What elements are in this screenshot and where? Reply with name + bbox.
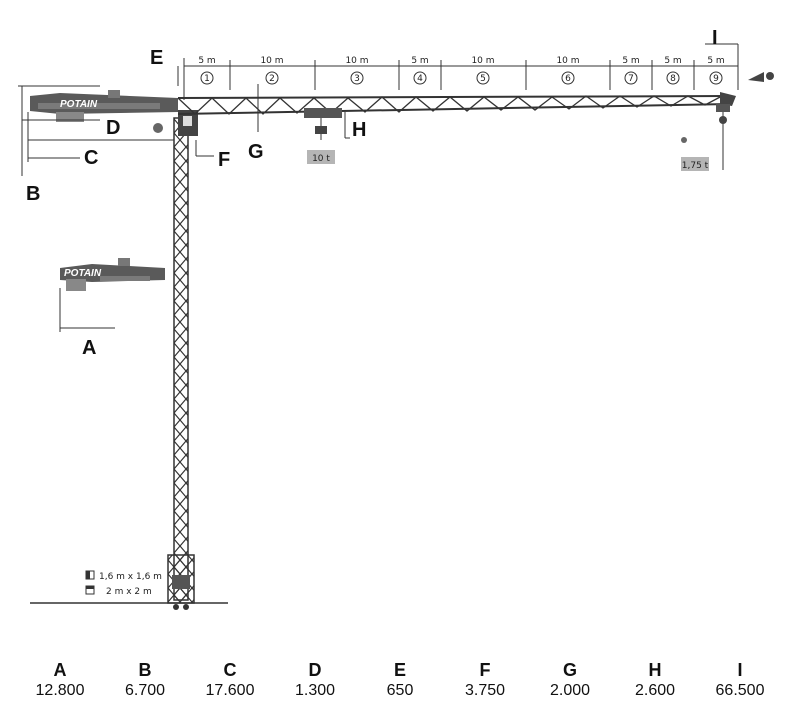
label-h: H	[352, 119, 366, 141]
crane-diagram: POTAIN 10 t 1,75 t	[18, 27, 774, 610]
dimension-letter: F	[479, 660, 491, 680]
trolley-max-load	[304, 108, 342, 164]
segment-length: 10 m	[260, 56, 283, 66]
dimension-lines	[18, 43, 738, 332]
dimension-value: 17.600	[205, 682, 255, 699]
dimension-value: 2.000	[549, 682, 591, 699]
label-f: F	[218, 149, 230, 171]
max-load-tag: 10 t	[312, 154, 330, 164]
label-e: E	[150, 47, 163, 69]
dimension-h: H 2.600	[615, 660, 695, 702]
segment-length: 5 m	[198, 56, 215, 66]
dimension-e: E 650	[360, 660, 440, 702]
dimension-g: G 2.000	[530, 660, 610, 702]
segment-length: 10 m	[345, 56, 368, 66]
segment-number: 3	[354, 74, 360, 84]
label-g: G	[248, 141, 264, 163]
counter-jib	[30, 90, 178, 133]
segment-number: 4	[417, 74, 423, 84]
dimension-letter: A	[53, 660, 67, 680]
dimension-letter: H	[648, 660, 662, 680]
segment-number: 6	[565, 74, 571, 84]
base-size-legend: 1,6 m x 1,6 m 2 m x 2 m	[85, 570, 162, 597]
label-a: A	[82, 337, 96, 359]
dimension-letter: E	[393, 660, 406, 680]
tip-load-tag: 1,75 t	[682, 161, 709, 171]
dimension-value: 3.750	[464, 682, 506, 699]
segment-5: 10 m 5	[471, 56, 495, 85]
dimension-letter: C	[223, 660, 237, 680]
counter-jib-detail	[60, 258, 165, 291]
segment-number: 2	[269, 74, 275, 84]
anemometer-icon	[748, 72, 774, 82]
dimension-value: 12.800	[35, 682, 85, 699]
main-jib	[177, 92, 736, 115]
dimension-value: 650	[386, 682, 414, 699]
dimension-letter: B	[138, 660, 152, 680]
dimension-d: D 1.300	[275, 660, 355, 702]
base-size-2: 2 m x 2 m	[106, 587, 152, 597]
segment-4: 5 m 4	[411, 56, 429, 85]
dimension-i: I 66.500	[700, 660, 780, 702]
jib-segment-ruler	[183, 44, 739, 100]
dimension-letter: G	[562, 660, 577, 680]
dimension-table: A 12.800 B 6.700 C 17.600 D 1.300 E 650 …	[20, 660, 780, 702]
segment-number: 7	[628, 74, 634, 84]
dimension-a: A 12.800	[20, 660, 100, 702]
segment-3: 10 m 3	[345, 56, 369, 85]
tip-trolley	[681, 104, 730, 171]
dimension-letter: D	[308, 660, 322, 680]
segment-number: 1	[204, 74, 210, 84]
segment-length: 10 m	[471, 56, 494, 66]
label-d: D	[106, 117, 120, 139]
brand-label-bottom: POTAIN	[64, 268, 102, 279]
label-i: I	[712, 27, 718, 49]
dimension-value: 66.500	[715, 682, 765, 699]
segment-length: 5 m	[622, 56, 639, 66]
segment-length: 5 m	[664, 56, 681, 66]
segment-6: 10 m 6	[556, 56, 580, 85]
segment-length: 5 m	[411, 56, 428, 66]
tower-mast	[167, 117, 195, 610]
segment-8: 5 m 8	[664, 56, 682, 85]
dimension-value: 6.700	[124, 682, 166, 699]
segment-number: 9	[713, 74, 719, 84]
dimension-b: B 6.700	[105, 660, 185, 702]
segment-length: 10 m	[556, 56, 579, 66]
segment-number: 8	[670, 74, 676, 84]
segment-1: 5 m 1	[198, 56, 216, 85]
segment-2: 10 m 2	[260, 56, 284, 85]
base-size-1: 1,6 m x 1,6 m	[99, 572, 162, 582]
segment-7: 5 m 7	[622, 56, 640, 85]
dimension-f: F 3.750	[445, 660, 525, 702]
segment-length: 5 m	[707, 56, 724, 66]
dimension-c: C 17.600	[190, 660, 270, 702]
brand-label-top: POTAIN	[60, 99, 98, 110]
label-c: C	[84, 147, 98, 169]
segment-number: 5	[480, 74, 486, 84]
slewing-unit	[178, 110, 198, 136]
label-b: B	[26, 183, 40, 205]
dimension-letter: I	[737, 660, 743, 680]
dimension-value: 1.300	[294, 682, 336, 699]
dimension-value: 2.600	[634, 682, 676, 699]
segment-9: 5 m 9	[707, 56, 725, 85]
